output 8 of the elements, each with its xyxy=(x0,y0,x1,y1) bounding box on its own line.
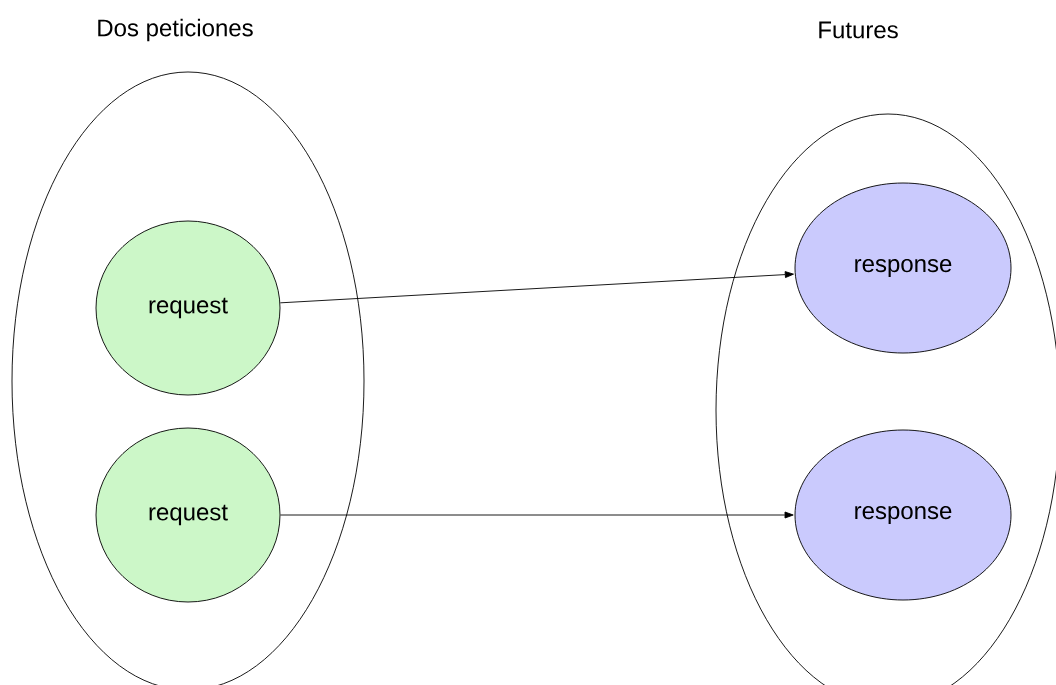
circle-node: response xyxy=(794,429,1012,601)
arrow xyxy=(280,511,794,519)
circle-node: response xyxy=(794,182,1012,354)
circle-node: request xyxy=(95,427,281,603)
set-heading: Futures xyxy=(819,21,898,39)
arrow xyxy=(279,271,794,304)
circle-node: request xyxy=(95,220,281,396)
set-heading: Dos peticiones xyxy=(98,18,253,42)
